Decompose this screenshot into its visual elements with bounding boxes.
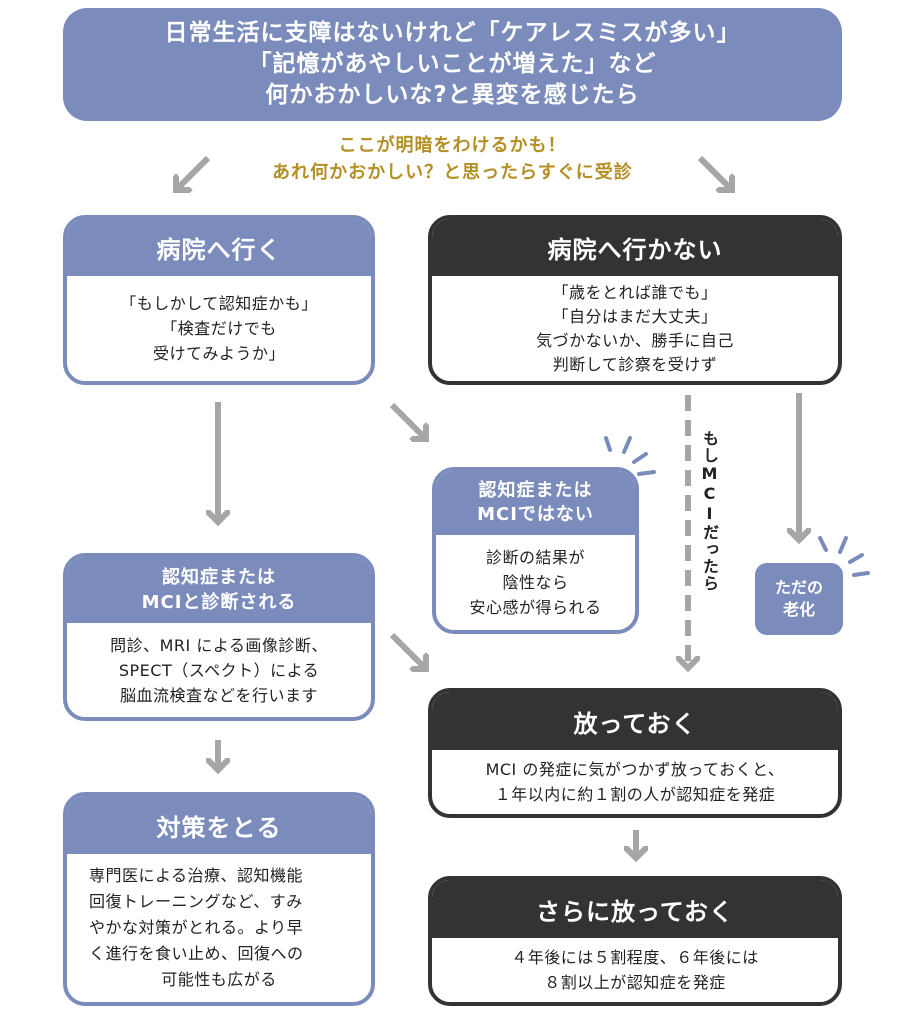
card-title: 対策をとる bbox=[67, 796, 371, 854]
card-diagnosed: 認知症または MCIと診断される 問診、MRI による画像診断、 SPECT（ス… bbox=[63, 553, 375, 721]
card-line: SPECT（スペクト）による bbox=[118, 660, 320, 680]
pill-line: 老化 bbox=[782, 600, 815, 619]
top-banner: 日常生活に支障はないけれど「ケアレスミスが多い」 「記憶があやしいことが増えた」… bbox=[63, 8, 842, 121]
card-body: 診断の結果が 陰性なら 安心感が得られる bbox=[436, 535, 635, 630]
card-line: 「自分はまだ大丈夫」 bbox=[552, 306, 718, 326]
card-take-measures: 対策をとる 専門医による治療、認知機能 回復トレーニングなど、すみ やかな対策が… bbox=[63, 792, 375, 1006]
banner-line: 何かおかしいな?と異変を感じたら bbox=[265, 82, 640, 108]
card-title: 病院へ行く bbox=[67, 219, 371, 276]
card-title: 放っておく bbox=[432, 692, 838, 750]
card-body: 専門医による治療、認知機能 回復トレーニングなど、すみ やかな対策がとれる。より… bbox=[67, 854, 371, 1002]
card-title-line: 認知症または bbox=[478, 480, 593, 501]
note-line: あれ何かおかしい？と思ったらすぐに受診 bbox=[272, 162, 633, 183]
arrow-diagnosed-to-leave bbox=[389, 632, 426, 669]
arrow-go-to-not-mci bbox=[389, 402, 426, 439]
card-title: 病院へ行かない bbox=[432, 219, 838, 276]
card-line: 安心感が得られる bbox=[469, 598, 602, 617]
sparkle-icon bbox=[604, 436, 656, 476]
card-title: 認知症または MCIではない bbox=[436, 471, 635, 535]
card-body: MCI の発症に気がつかず放っておくと、 １年以内に約１割の人が認知症を発症 bbox=[432, 750, 838, 814]
card-line: 問診、MRI による画像診断、 bbox=[110, 635, 328, 655]
arrow-to-no-hospital bbox=[697, 155, 732, 190]
card-not-mci: 認知症または MCIではない 診断の結果が 陰性なら 安心感が得られる bbox=[432, 467, 639, 634]
note-line: ここが明暗をわけるかも！ bbox=[338, 135, 567, 156]
card-no-hospital: 病院へ行かない 「歳をとれば誰でも」 「自分はまだ大丈夫」 気づかないか、勝手に… bbox=[428, 215, 842, 385]
pill-line: ただの bbox=[774, 578, 823, 597]
card-line: く進行を食い止め、回復への bbox=[89, 944, 304, 963]
card-line: 「検査だけでも bbox=[161, 319, 277, 338]
card-leave-more: さらに放っておく ４年後には５割程度、６年後には ８割以上が認知症を発症 bbox=[428, 876, 842, 1006]
banner-line: 日常生活に支障はないけれど「ケアレスミスが多い」 bbox=[164, 20, 741, 46]
card-title-line: MCIと診断される bbox=[141, 592, 297, 613]
arrow-to-go-hospital bbox=[176, 155, 211, 190]
card-line: 「もしかして認知症かも」 bbox=[120, 294, 318, 313]
card-line: ８割以上が認知症を発症 bbox=[544, 973, 726, 992]
pill-just-aging: ただの 老化 bbox=[755, 563, 843, 635]
card-line: 可能性も広がる bbox=[161, 970, 277, 989]
card-line: やかな対策がとれる。より早 bbox=[89, 918, 304, 937]
if-mci-label: もしMCIだったら bbox=[700, 430, 719, 592]
card-line: １年以内に約１割の人が認知症を発症 bbox=[494, 785, 776, 804]
card-body: 「歳をとれば誰でも」 「自分はまだ大丈夫」 気づかないか、勝手に自己 判断して診… bbox=[432, 276, 838, 381]
banner-line: 「記憶があやしいことが増えた」など bbox=[248, 51, 657, 77]
card-go-hospital: 病院へ行く 「もしかして認知症かも」 「検査だけでも 受けてみようか」 bbox=[63, 215, 375, 385]
card-line: 気づかないか、勝手に自己 bbox=[536, 330, 734, 350]
card-line: 専門医による治療、認知機能 bbox=[89, 866, 304, 885]
sparkle-icon bbox=[818, 536, 870, 577]
card-line: ４年後には５割程度、６年後には bbox=[511, 948, 759, 967]
card-title-line: MCIではない bbox=[477, 504, 594, 525]
card-leave-it: 放っておく MCI の発症に気がつかず放っておくと、 １年以内に約１割の人が認知… bbox=[428, 688, 842, 818]
card-line: 診断の結果が bbox=[485, 548, 585, 567]
key-note: ここが明暗をわけるかも！ あれ何かおかしい？と思ったらすぐに受診 bbox=[150, 132, 755, 186]
card-title-line: 認知症または bbox=[162, 567, 276, 588]
card-line: 脳血流検査などを行います bbox=[119, 685, 318, 705]
card-line: 陰性なら bbox=[502, 573, 569, 592]
card-line: 受けてみようか」 bbox=[152, 344, 285, 363]
card-title: 認知症または MCIと診断される bbox=[67, 557, 371, 623]
card-body: ４年後には５割程度、６年後には ８割以上が認知症を発症 bbox=[432, 938, 838, 1002]
card-line: 「歳をとれば誰でも」 bbox=[552, 282, 718, 302]
card-line: 判断して診察を受けず bbox=[552, 354, 718, 374]
card-body: 問診、MRI による画像診断、 SPECT（スペクト）による 脳血流検査などを行… bbox=[67, 623, 371, 717]
card-title: さらに放っておく bbox=[432, 880, 838, 938]
card-line: MCI の発症に気がつかず放っておくと、 bbox=[485, 760, 785, 779]
card-body: 「もしかして認知症かも」 「検査だけでも 受けてみようか」 bbox=[67, 276, 371, 381]
card-line: 回復トレーニングなど、すみ bbox=[89, 892, 303, 911]
